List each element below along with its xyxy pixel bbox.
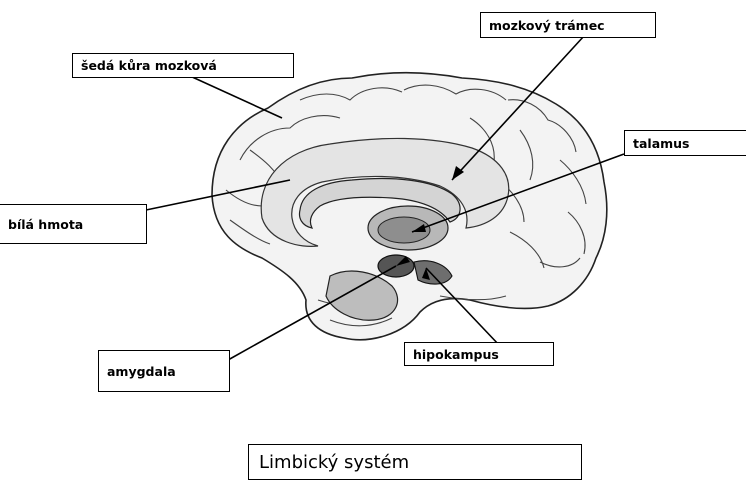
label-hippocampus: hipokampus <box>404 342 554 366</box>
label-corpus-callosum: mozkový trámec <box>480 12 656 38</box>
label-gray-matter: šedá kůra mozková <box>72 53 294 78</box>
label-white-matter: bílá hmota <box>0 204 147 244</box>
label-thalamus: talamus <box>624 130 746 156</box>
diagram-caption: Limbický systém <box>248 444 582 480</box>
label-amygdala: amygdala <box>98 350 230 392</box>
